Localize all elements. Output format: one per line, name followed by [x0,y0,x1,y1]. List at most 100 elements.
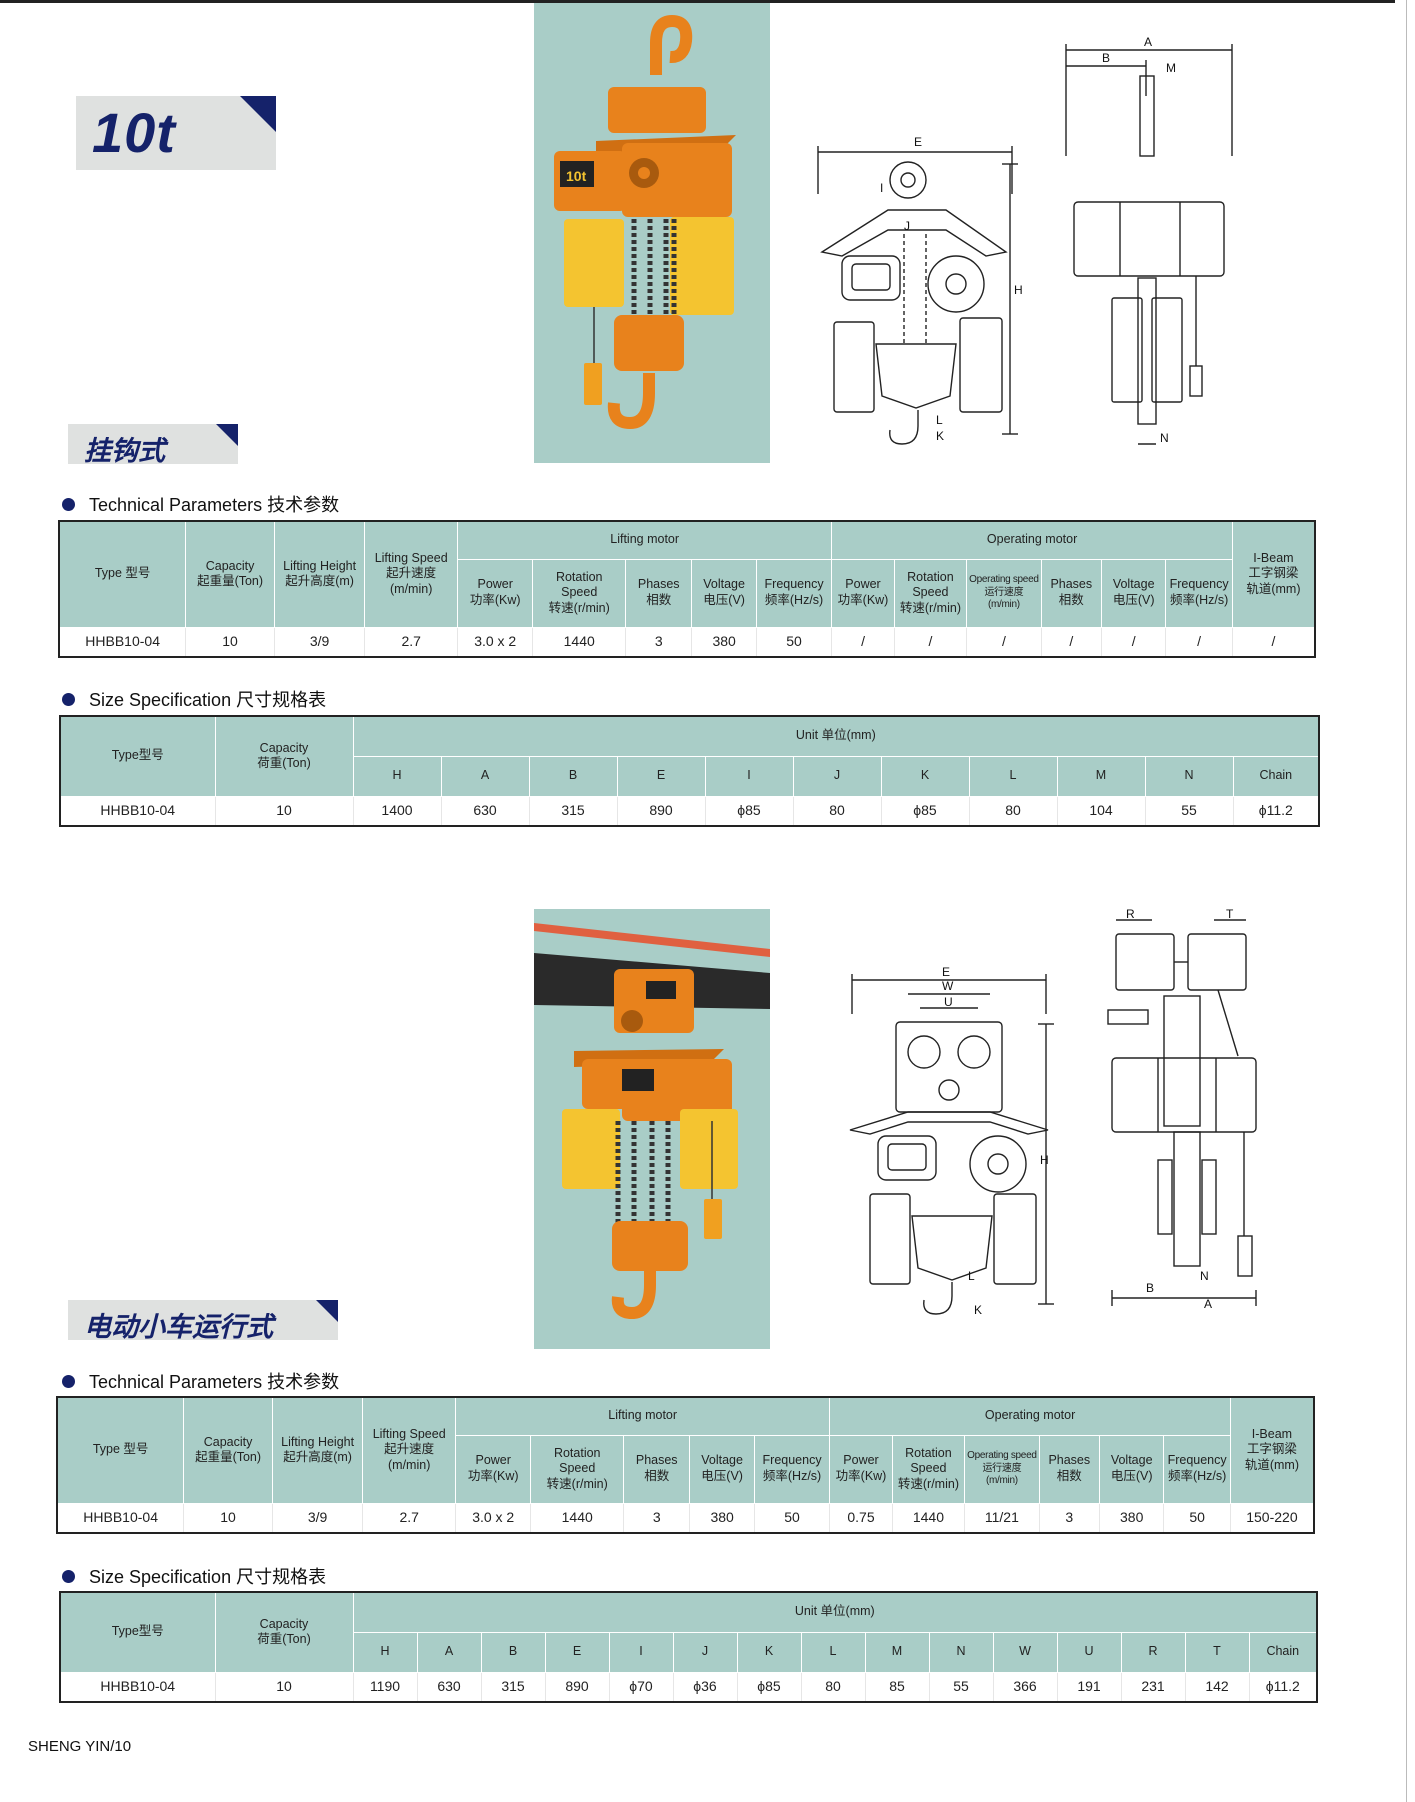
table-cell: 1440 [530,1502,625,1534]
header-dim: L [968,755,1058,797]
header-dim: Chain [1248,1631,1318,1673]
table-cell: ϕ11.2 [1248,1671,1318,1703]
dim-label-j: J [904,219,910,233]
capacity-badge: 10t [76,96,276,170]
dim-label-k: K [974,1303,982,1317]
header-type: Type型号 [59,715,216,797]
section1-tech-heading-text: Technical Parameters 技术参数 [89,495,340,515]
header-dim: U [1056,1631,1122,1673]
header-dim: E [616,755,706,797]
bullet-icon [62,497,75,511]
badge-corner-triangle [316,1300,338,1322]
header-unit: Unit 单位(mm) [352,1591,1318,1633]
dim-label-b: B [1102,51,1110,65]
trolley-side-drawing: R T B A N [1107,907,1257,1311]
photo-badge-label: 10t [566,168,587,184]
table-cell: 315 [480,1671,546,1703]
table-cell: 366 [992,1671,1058,1703]
hook-side-drawing: A B M N [1065,36,1233,445]
table-cell: HHBB10-04 [56,1502,185,1534]
dim-label-b: B [1146,1281,1154,1295]
table-cell: 150-220 [1229,1502,1315,1534]
header-type: Type 型号 [56,1396,185,1504]
table-cell: ϕ11.2 [1232,795,1320,827]
dim-label-u: U [944,995,953,1009]
badge-corner-triangle [240,96,276,132]
table-cell: 55 [1144,795,1234,827]
section2-size-heading: Size Specification 尺寸规格表 [62,1563,326,1589]
table-cell: / [1165,626,1233,658]
header-operating-motor: Operating motor [831,520,1233,560]
section2-title: 电动小车运行式 [84,1312,273,1342]
bullet-icon [62,692,75,706]
dim-label-w: W [942,979,954,993]
section2-tech-heading-text: Technical Parameters 技术参数 [89,1372,340,1392]
header-dim: K [736,1631,802,1673]
table-cell: 50 [1163,1502,1231,1534]
header-dim: I [704,755,794,797]
dim-label-i: I [880,181,883,195]
section1-badge: 挂钩式 [68,424,238,466]
section1-tech-heading: Technical Parameters 技术参数 [62,491,339,517]
table-cell: 10 [214,1671,354,1703]
table-cell: 3.0 x 2 [456,626,534,658]
header-dim: M [1056,755,1146,797]
table-cell: ϕ85 [736,1671,802,1703]
table-cell: 630 [416,1671,482,1703]
dim-label-a: A [1144,36,1152,49]
header-dim: N [1144,755,1234,797]
table-cell: 630 [440,795,530,827]
table-cell: 315 [528,795,618,827]
table-cell: 50 [753,1502,831,1534]
header-dim: W [992,1631,1058,1673]
header-dim: A [440,755,530,797]
dim-label-t: T [1226,907,1234,921]
table-row: HHBB10-04 10 1190 630 315 890 ϕ70 ϕ36 ϕ8… [59,1671,1318,1703]
header-dim: N [928,1631,994,1673]
header-dim: E [544,1631,610,1673]
table-cell: 380 [691,626,757,658]
table-cell: 2.7 [362,1502,456,1534]
section1-size-heading: Size Specification 尺寸规格表 [62,686,326,712]
dim-label-e: E [914,135,922,149]
table-cell: 1400 [352,795,442,827]
table-cell: HHBB10-04 [59,795,216,827]
dim-label-a: A [1204,1297,1212,1311]
table-cell: 890 [616,795,706,827]
table-cell: 3/9 [273,626,366,658]
header-dim: B [480,1631,546,1673]
dim-label-n: N [1200,1269,1209,1283]
table-row: HHBB10-04 10 3/9 2.7 3.0 x 2 1440 3 380 … [56,1502,1315,1534]
header-lifting-motor: Lifting motor [456,520,833,560]
table-cell: 0.75 [829,1502,893,1534]
table-cell: 50 [755,626,833,658]
section1-size-heading-text: Size Specification 尺寸规格表 [89,690,327,710]
table-cell: 80 [792,795,882,827]
header-dim: Chain [1232,755,1320,797]
header-dim: K [880,755,970,797]
section2-tech-heading: Technical Parameters 技术参数 [62,1368,339,1394]
section2-size-heading-text: Size Specification 尺寸规格表 [89,1567,327,1587]
right-rule [1406,0,1407,1802]
table-cell: / [1231,626,1316,658]
